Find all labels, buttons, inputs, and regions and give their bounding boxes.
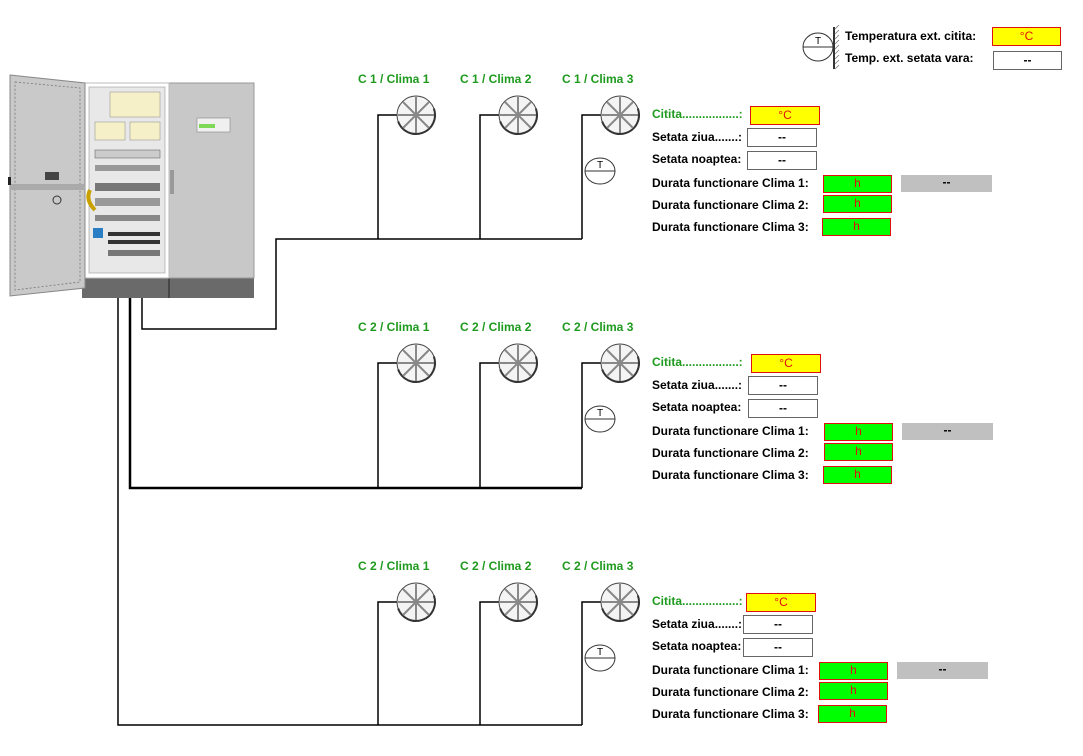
svg-text:T: T bbox=[815, 36, 821, 47]
citita-label: Citita.................: bbox=[652, 107, 743, 121]
svg-text:T: T bbox=[597, 647, 603, 658]
setata-ziua-label: Setata ziua.......: bbox=[652, 617, 743, 631]
setata-noaptea-value[interactable]: -- bbox=[743, 638, 813, 657]
svg-text:T: T bbox=[597, 408, 603, 419]
setata-noaptea-label: Setata noaptea: bbox=[652, 639, 742, 653]
unit-title: C 1 / Clima 3 bbox=[562, 72, 634, 86]
wiring-group-2 bbox=[128, 298, 601, 490]
citita-label: Citita.................: bbox=[652, 594, 743, 608]
setata-ziua-label: Setata ziua.......: bbox=[652, 130, 743, 144]
external-temp-set-label: Temp. ext. setata vara: bbox=[845, 51, 974, 65]
external-temp-read-label: Temperatura ext. citita: bbox=[845, 29, 977, 43]
durata-clima-1-label: Durata functionare Clima 1: bbox=[652, 663, 809, 677]
citita-value: °C bbox=[751, 354, 821, 373]
setata-noaptea-value[interactable]: -- bbox=[747, 151, 817, 170]
citita-value: °C bbox=[750, 106, 820, 125]
status-value: -- bbox=[897, 662, 988, 679]
setata-ziua-value[interactable]: -- bbox=[747, 128, 817, 147]
durata-clima-3-label: Durata functionare Clima 3: bbox=[652, 220, 809, 234]
durata-clima-1-value: h bbox=[819, 662, 888, 680]
durata-clima-2-value: h bbox=[824, 443, 893, 461]
status-value: -- bbox=[901, 175, 992, 192]
durata-clima-3-label: Durata functionare Clima 3: bbox=[652, 468, 809, 482]
durata-clima-1-label: Durata functionare Clima 1: bbox=[652, 424, 809, 438]
unit-title: C 2 / Clima 1 bbox=[358, 559, 430, 573]
unit-title: C 2 / Clima 2 bbox=[460, 559, 532, 573]
durata-clima-2-label: Durata functionare Clima 2: bbox=[652, 685, 809, 699]
durata-clima-3-label: Durata functionare Clima 3: bbox=[652, 707, 809, 721]
setata-ziua-label: Setata ziua.......: bbox=[652, 378, 743, 392]
durata-clima-2-label: Durata functionare Clima 2: bbox=[652, 198, 809, 212]
citita-label: Citita.................: bbox=[652, 355, 743, 369]
durata-clima-1-label: Durata functionare Clima 1: bbox=[652, 176, 809, 190]
electrical-cabinet-icon bbox=[8, 74, 255, 298]
durata-clima-3-value: h bbox=[818, 705, 887, 723]
unit-title: C 2 / Clima 3 bbox=[562, 320, 634, 334]
external-temp-set-value[interactable]: -- bbox=[993, 51, 1062, 70]
setata-ziua-value[interactable]: -- bbox=[743, 615, 813, 634]
setata-noaptea-value[interactable]: -- bbox=[748, 399, 818, 418]
durata-clima-3-value: h bbox=[822, 218, 891, 236]
wiring-group-3 bbox=[117, 298, 601, 726]
unit-title: C 2 / Clima 1 bbox=[358, 320, 430, 334]
durata-clima-2-value: h bbox=[823, 195, 892, 213]
setata-noaptea-label: Setata noaptea: bbox=[652, 400, 742, 414]
unit-title: C 1 / Clima 2 bbox=[460, 72, 532, 86]
citita-value: °C bbox=[746, 593, 816, 612]
unit-title: C 2 / Clima 2 bbox=[460, 320, 532, 334]
durata-clima-3-value: h bbox=[823, 466, 892, 484]
durata-clima-1-value: h bbox=[823, 175, 892, 193]
external-temp-read-value: °C bbox=[992, 27, 1061, 46]
durata-clima-2-label: Durata functionare Clima 2: bbox=[652, 446, 809, 460]
status-value: -- bbox=[902, 423, 993, 440]
setata-noaptea-label: Setata noaptea: bbox=[652, 152, 742, 166]
unit-title: C 1 / Clima 1 bbox=[358, 72, 430, 86]
wiring-group-1 bbox=[141, 114, 601, 330]
unit-title: C 2 / Clima 3 bbox=[562, 559, 634, 573]
durata-clima-1-value: h bbox=[824, 423, 893, 441]
svg-text:T: T bbox=[597, 160, 603, 171]
durata-clima-2-value: h bbox=[819, 682, 888, 700]
setata-ziua-value[interactable]: -- bbox=[748, 376, 818, 395]
